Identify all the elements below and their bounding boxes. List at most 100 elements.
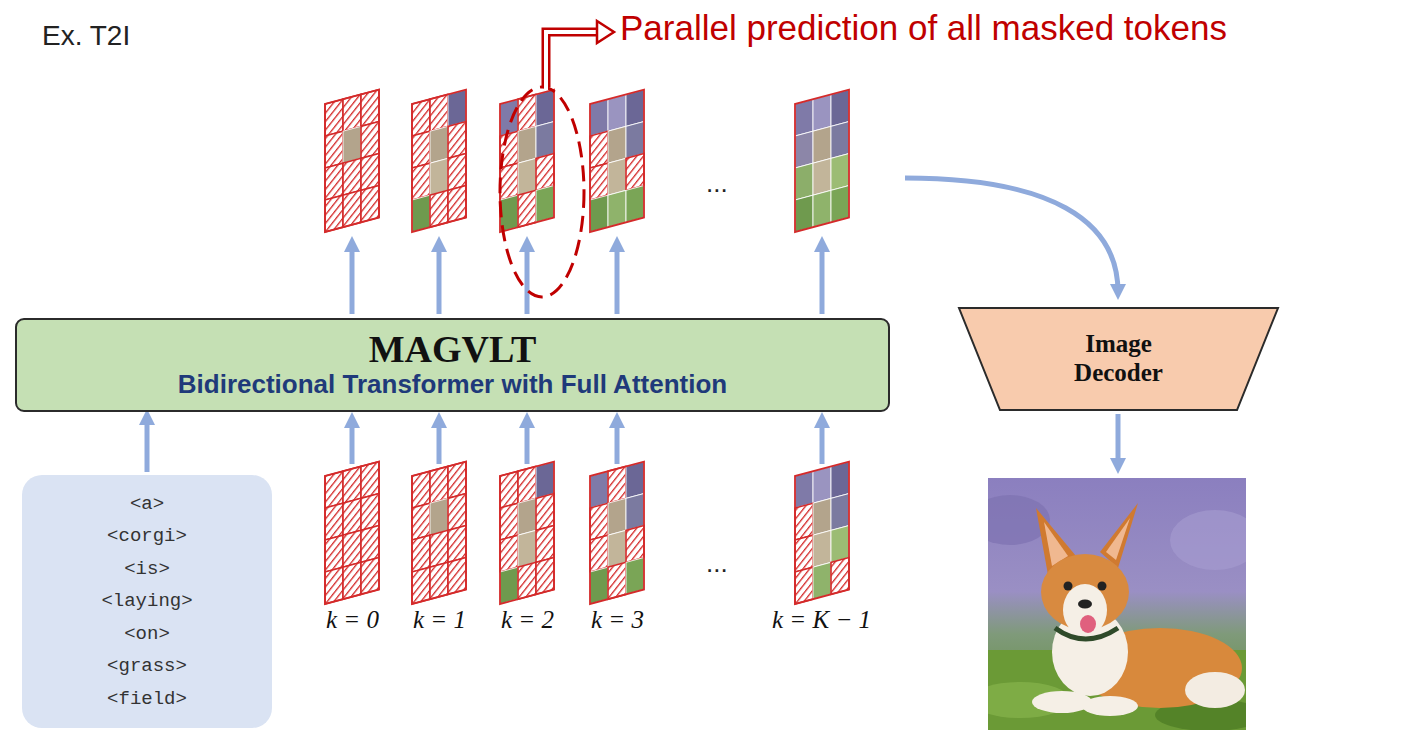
revealed-token [430, 126, 448, 163]
revealed-token [831, 526, 849, 563]
masked-token [448, 494, 466, 531]
token-grid [590, 90, 644, 232]
masked-token [536, 526, 554, 563]
revealed-token [608, 158, 626, 195]
masked-token [430, 562, 448, 599]
masked-token [430, 466, 448, 503]
masked-token [430, 530, 448, 567]
grid-border [795, 90, 849, 232]
revealed-token [536, 186, 554, 223]
revealed-token [831, 186, 849, 223]
grid-border [412, 90, 466, 232]
masked-token [608, 466, 626, 503]
step-label: k = 0 [326, 606, 379, 634]
masked-token [430, 190, 448, 227]
masked-token [626, 154, 644, 191]
revealed-token [590, 195, 608, 232]
masked-token [795, 535, 813, 572]
masked-token [343, 498, 361, 535]
masked-token [412, 471, 430, 508]
masked-token [500, 503, 518, 540]
decoder-trapezoid: Image Decoder [957, 306, 1280, 412]
masked-token [500, 163, 518, 200]
grid-border [795, 462, 849, 604]
masked-token [361, 186, 379, 223]
masked-token [325, 99, 343, 136]
masked-token [361, 558, 379, 595]
masked-token [412, 567, 430, 604]
masked-token [448, 558, 466, 595]
masked-token [325, 163, 343, 200]
callout-text: Parallel prediction of all masked tokens [620, 8, 1227, 48]
masked-token [343, 190, 361, 227]
token-grid [412, 462, 466, 604]
masked-token [448, 462, 466, 499]
revealed-token [813, 530, 831, 567]
ellipsis: ... [706, 168, 728, 199]
masked-token [430, 94, 448, 131]
revealed-token [626, 494, 644, 531]
revealed-token [813, 94, 831, 131]
masked-token [325, 503, 343, 540]
revealed-token [831, 122, 849, 159]
masked-token [325, 195, 343, 232]
revealed-token [448, 90, 466, 127]
revealed-token [590, 99, 608, 136]
revealed-token [608, 530, 626, 567]
revealed-token [831, 494, 849, 531]
callout-arrow [546, 21, 614, 90]
trapezoid-shape [959, 308, 1278, 410]
masked-token [590, 131, 608, 168]
revealed-token [626, 462, 644, 499]
grid-border [325, 90, 379, 232]
masked-token [590, 503, 608, 540]
masked-token [626, 526, 644, 563]
masked-token [325, 471, 343, 508]
revealed-token [813, 498, 831, 535]
input-arrows [352, 420, 822, 464]
revealed-token [831, 462, 849, 499]
revealed-token [518, 498, 536, 535]
token-grid [500, 90, 554, 232]
revealed-token [626, 186, 644, 223]
revealed-token [608, 190, 626, 227]
grid-border [590, 462, 644, 604]
revealed-token [518, 530, 536, 567]
masked-token [325, 535, 343, 572]
masked-token [518, 190, 536, 227]
step-label: k = 1 [413, 606, 466, 634]
ellipsis: ... [706, 548, 728, 579]
revealed-token [831, 90, 849, 127]
masked-token [536, 558, 554, 595]
masked-token [361, 90, 379, 127]
connector-arrow [145, 417, 150, 472]
revealed-token [813, 190, 831, 227]
grid-border [412, 462, 466, 604]
masked-token [518, 562, 536, 599]
masked-token [325, 131, 343, 168]
masked-token [536, 154, 554, 191]
masked-token [448, 154, 466, 191]
revealed-token [795, 195, 813, 232]
step-label: k = 3 [591, 606, 644, 634]
masked-token [518, 466, 536, 503]
token-grid [325, 90, 379, 232]
revealed-token [518, 126, 536, 163]
token-grid [325, 462, 379, 604]
masked-token [343, 158, 361, 195]
masked-token [448, 186, 466, 223]
text-token-box: <a> <corgi> <is> <laying> <on> <grass> <… [22, 475, 272, 728]
revealed-token [412, 195, 430, 232]
revealed-token [813, 562, 831, 599]
revealed-token [536, 462, 554, 499]
masked-token [343, 530, 361, 567]
revealed-token [590, 471, 608, 508]
masked-token [448, 526, 466, 563]
masked-token [500, 535, 518, 572]
grid-border [500, 462, 554, 604]
masked-token [536, 494, 554, 531]
masked-token [361, 494, 379, 531]
grid-border [500, 90, 554, 232]
token-grid [795, 462, 849, 604]
masked-token [325, 567, 343, 604]
